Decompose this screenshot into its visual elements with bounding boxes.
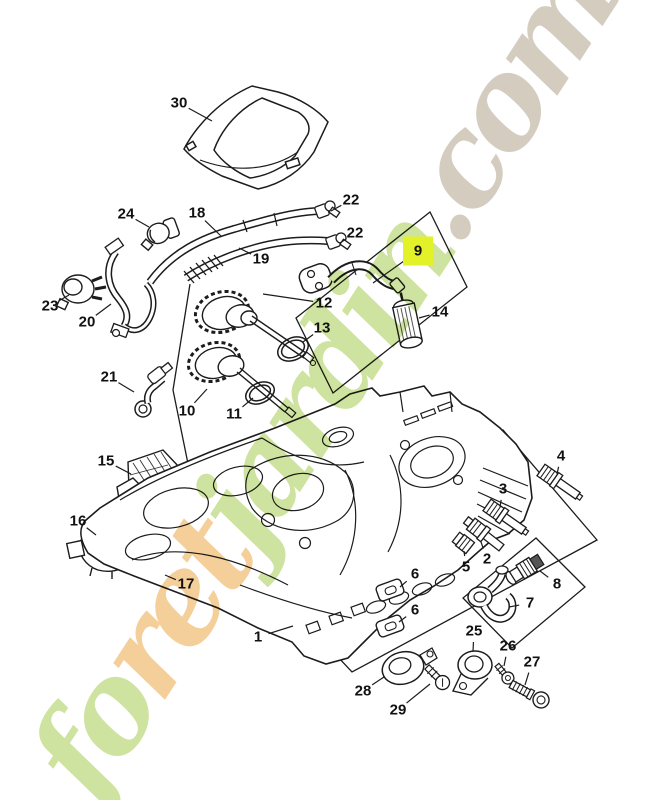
part-21-pipe <box>134 361 174 418</box>
leader-line-6b <box>398 616 407 623</box>
leader-line-22b <box>339 238 347 244</box>
part-7-elbow-fitting <box>467 565 517 623</box>
leader-line-24 <box>135 218 150 228</box>
part-5-plug <box>451 531 476 555</box>
part-label-11[interactable]: 11 <box>226 405 242 423</box>
part-label-14[interactable]: 14 <box>431 303 449 321</box>
part-label-13[interactable]: 13 <box>313 319 331 337</box>
leader-line-15 <box>115 465 132 475</box>
part-3-screw <box>482 498 530 536</box>
part-27-screw <box>508 679 550 709</box>
part-label-18[interactable]: 18 <box>188 204 206 222</box>
part-label-29[interactable]: 29 <box>389 701 407 719</box>
part-20-bracket <box>104 237 157 339</box>
part-30-cover <box>183 85 329 190</box>
part-4-screw <box>536 463 584 501</box>
leader-line-18 <box>204 220 222 237</box>
leader-line-27 <box>524 672 530 686</box>
part-label-6b[interactable]: 6 <box>410 601 420 619</box>
leader-lines <box>59 107 560 704</box>
part-label-23[interactable]: 23 <box>41 297 59 315</box>
leader-line-7 <box>508 604 520 608</box>
part-26-screw <box>494 662 515 685</box>
part-22-fitting-upper <box>314 200 341 219</box>
part-label-22a[interactable]: 22 <box>342 191 360 209</box>
part-label-27[interactable]: 27 <box>523 653 541 671</box>
leader-line-4 <box>556 466 560 475</box>
leader-line-2 <box>480 541 484 549</box>
leader-line-16 <box>86 527 97 536</box>
leader-line-1 <box>268 625 294 635</box>
part-10-pump <box>186 340 297 419</box>
part-label-22b[interactable]: 22 <box>346 224 364 242</box>
part-label-3[interactable]: 3 <box>498 480 508 498</box>
part-label-10[interactable]: 10 <box>178 402 196 420</box>
leader-line-10 <box>193 388 208 404</box>
part-9-elbow-hose <box>298 260 406 294</box>
leader-line-28 <box>371 676 385 686</box>
group-diamond-fitting <box>462 537 586 649</box>
part-23-drum <box>55 274 107 311</box>
part-6-grommet-lower <box>375 614 405 638</box>
part-18-hose <box>146 207 319 285</box>
part-label-9[interactable]: 9 <box>403 236 433 266</box>
part-label-20[interactable]: 20 <box>78 313 96 331</box>
part-label-25[interactable]: 25 <box>465 622 483 640</box>
leader-line-29 <box>406 683 431 704</box>
part-29-screw <box>424 664 451 691</box>
leader-line-19 <box>238 247 252 255</box>
part-label-5[interactable]: 5 <box>461 558 471 576</box>
leader-line-12 <box>262 293 314 302</box>
part-12-pump <box>193 289 317 367</box>
part-label-12[interactable]: 12 <box>315 294 333 312</box>
part-label-26[interactable]: 26 <box>499 637 517 655</box>
part-label-19[interactable]: 19 <box>252 250 270 268</box>
part-label-28[interactable]: 28 <box>354 682 372 700</box>
part-25-mount <box>451 650 493 696</box>
part-label-2[interactable]: 2 <box>482 550 492 568</box>
part-label-1[interactable]: 1 <box>253 628 263 646</box>
leader-line-6a <box>399 580 408 588</box>
part-19-hose <box>183 236 329 284</box>
leader-line-3 <box>499 499 502 508</box>
part-label-16[interactable]: 16 <box>69 512 87 530</box>
leader-line-9 <box>372 260 405 284</box>
part-2-plug-screw <box>462 515 505 552</box>
part-label-24[interactable]: 24 <box>117 205 135 223</box>
part-label-8[interactable]: 8 <box>552 575 562 593</box>
leader-line-26 <box>503 656 507 667</box>
leader-line-13 <box>302 334 314 343</box>
part-28-mount <box>381 647 438 686</box>
part-label-21[interactable]: 21 <box>100 368 118 386</box>
leader-line-30 <box>188 107 213 122</box>
part-24-cap <box>140 217 180 252</box>
part-1-crankcase <box>80 385 533 665</box>
group-box-hose <box>295 210 468 395</box>
part-label-7[interactable]: 7 <box>525 594 535 612</box>
part-14-fuel-filter <box>391 292 423 349</box>
part-label-17[interactable]: 17 <box>177 575 195 593</box>
leader-line-21 <box>118 382 135 393</box>
part-label-30[interactable]: 30 <box>170 94 188 112</box>
part-11-oring <box>245 381 275 405</box>
leader-line-20 <box>95 303 112 316</box>
leader-line-5 <box>463 550 466 557</box>
leader-line-23 <box>59 294 70 302</box>
part-label-4[interactable]: 4 <box>556 447 566 465</box>
part-label-6a[interactable]: 6 <box>410 565 420 583</box>
part-13-oring <box>277 336 309 362</box>
leader-line-17 <box>164 574 177 581</box>
part-label-15[interactable]: 15 <box>97 452 115 470</box>
leader-line-14 <box>418 314 430 319</box>
leader-line-8 <box>539 570 549 578</box>
leader-line-11 <box>242 397 254 408</box>
leader-line-22a <box>330 204 342 212</box>
